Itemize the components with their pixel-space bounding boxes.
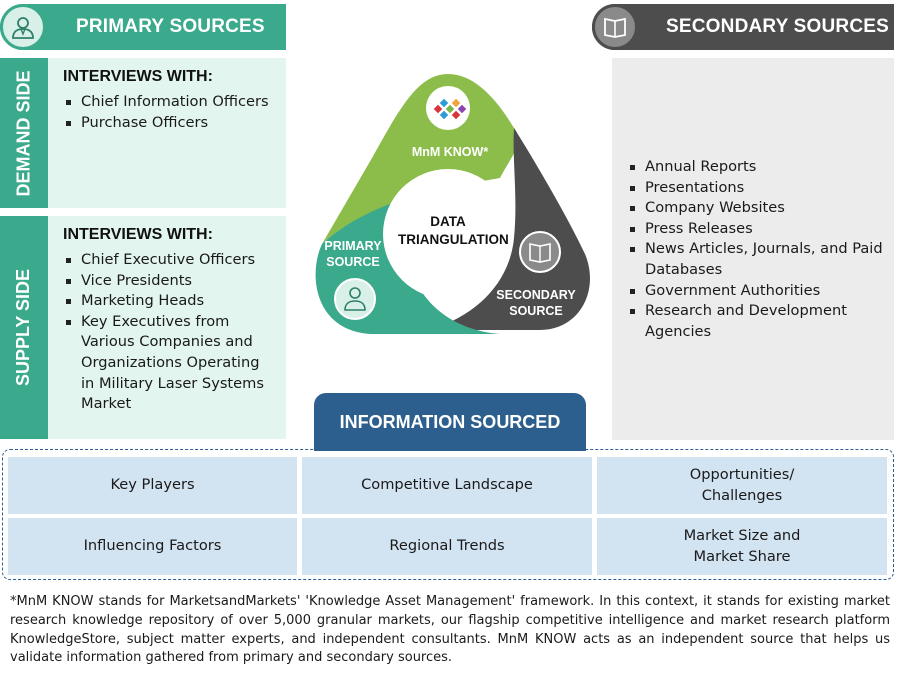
secondary-sources-header: SECONDARY SOURCES: [592, 4, 894, 50]
list-item: Purchase Officers: [48, 113, 286, 134]
mnm-know-label: MnM KNOW*: [411, 145, 489, 159]
list-item: Chief Executive Officers: [48, 250, 286, 271]
demand-side-bar: DEMAND SIDE: [0, 58, 48, 208]
secondary-source-segment: [430, 128, 590, 330]
list-item: News Articles, Journals, and Paid Databa…: [612, 239, 890, 280]
list-item: Press Releases: [612, 219, 890, 240]
info-cell-influencing-factors: Influencing Factors: [8, 518, 297, 575]
supply-side-bar: SUPPLY SIDE: [0, 216, 48, 439]
secondary-sources-panel: Annual Reports Presentations Company Web…: [612, 58, 894, 440]
supply-interviews-heading: INTERVIEWS WITH:: [63, 226, 213, 243]
secondary-source-label: SECONDARY SOURCE: [496, 288, 576, 318]
person-icon: [334, 278, 376, 320]
demand-side-label: DEMAND SIDE: [13, 69, 34, 197]
list-item: Government Authorities: [612, 281, 890, 302]
list-item: Vice Presidents: [48, 271, 286, 292]
secondary-sources-title: SECONDARY SOURCES: [666, 16, 889, 37]
book-icon: [592, 4, 638, 50]
primary-source-label: PRIMARY SOURCE: [324, 239, 382, 269]
supply-list: Chief Executive Officers Vice Presidents…: [48, 250, 286, 415]
list-item: Chief Information Officers: [48, 92, 286, 113]
data-triangulation-label: DATA TRIANGULATION: [398, 214, 509, 247]
mnm-know-segment: [322, 74, 519, 244]
footnote: *MnM KNOW stands for MarketsandMarkets' …: [10, 594, 890, 666]
person-icon: [0, 4, 46, 50]
secondary-list: Annual Reports Presentations Company Web…: [612, 157, 890, 342]
book-icon: [519, 231, 561, 273]
triangulation-diagram: [315, 74, 590, 334]
primary-sources-title: PRIMARY SOURCES: [76, 16, 265, 37]
list-item: Annual Reports: [612, 157, 890, 178]
list-item: Presentations: [612, 178, 890, 199]
info-cell-regional-trends: Regional Trends: [302, 518, 592, 575]
primary-sources-header: PRIMARY SOURCES: [0, 4, 286, 50]
list-item: Research and Development Agencies: [612, 301, 890, 342]
info-cell-key-players: Key Players: [8, 457, 297, 514]
supply-side-label: SUPPLY SIDE: [13, 268, 34, 387]
list-item: Marketing Heads: [48, 291, 286, 312]
list-item: Key Executives from Various Companies an…: [48, 312, 286, 415]
supply-side-panel: INTERVIEWS WITH: Chief Executive Officer…: [48, 216, 286, 439]
info-cell-opportunities-challenges: Opportunities/Challenges: [597, 457, 887, 514]
triangulation-center: [383, 169, 513, 299]
demand-list: Chief Information Officers Purchase Offi…: [48, 92, 286, 133]
mnm-logo-icon: [426, 86, 470, 130]
info-cell-competitive-landscape: Competitive Landscape: [302, 457, 592, 514]
list-item: Company Websites: [612, 198, 890, 219]
demand-side-panel: INTERVIEWS WITH: Chief Information Offic…: [48, 58, 286, 208]
demand-interviews-heading: INTERVIEWS WITH:: [63, 68, 213, 85]
information-sourced-title: INFORMATION SOURCED: [314, 393, 586, 451]
